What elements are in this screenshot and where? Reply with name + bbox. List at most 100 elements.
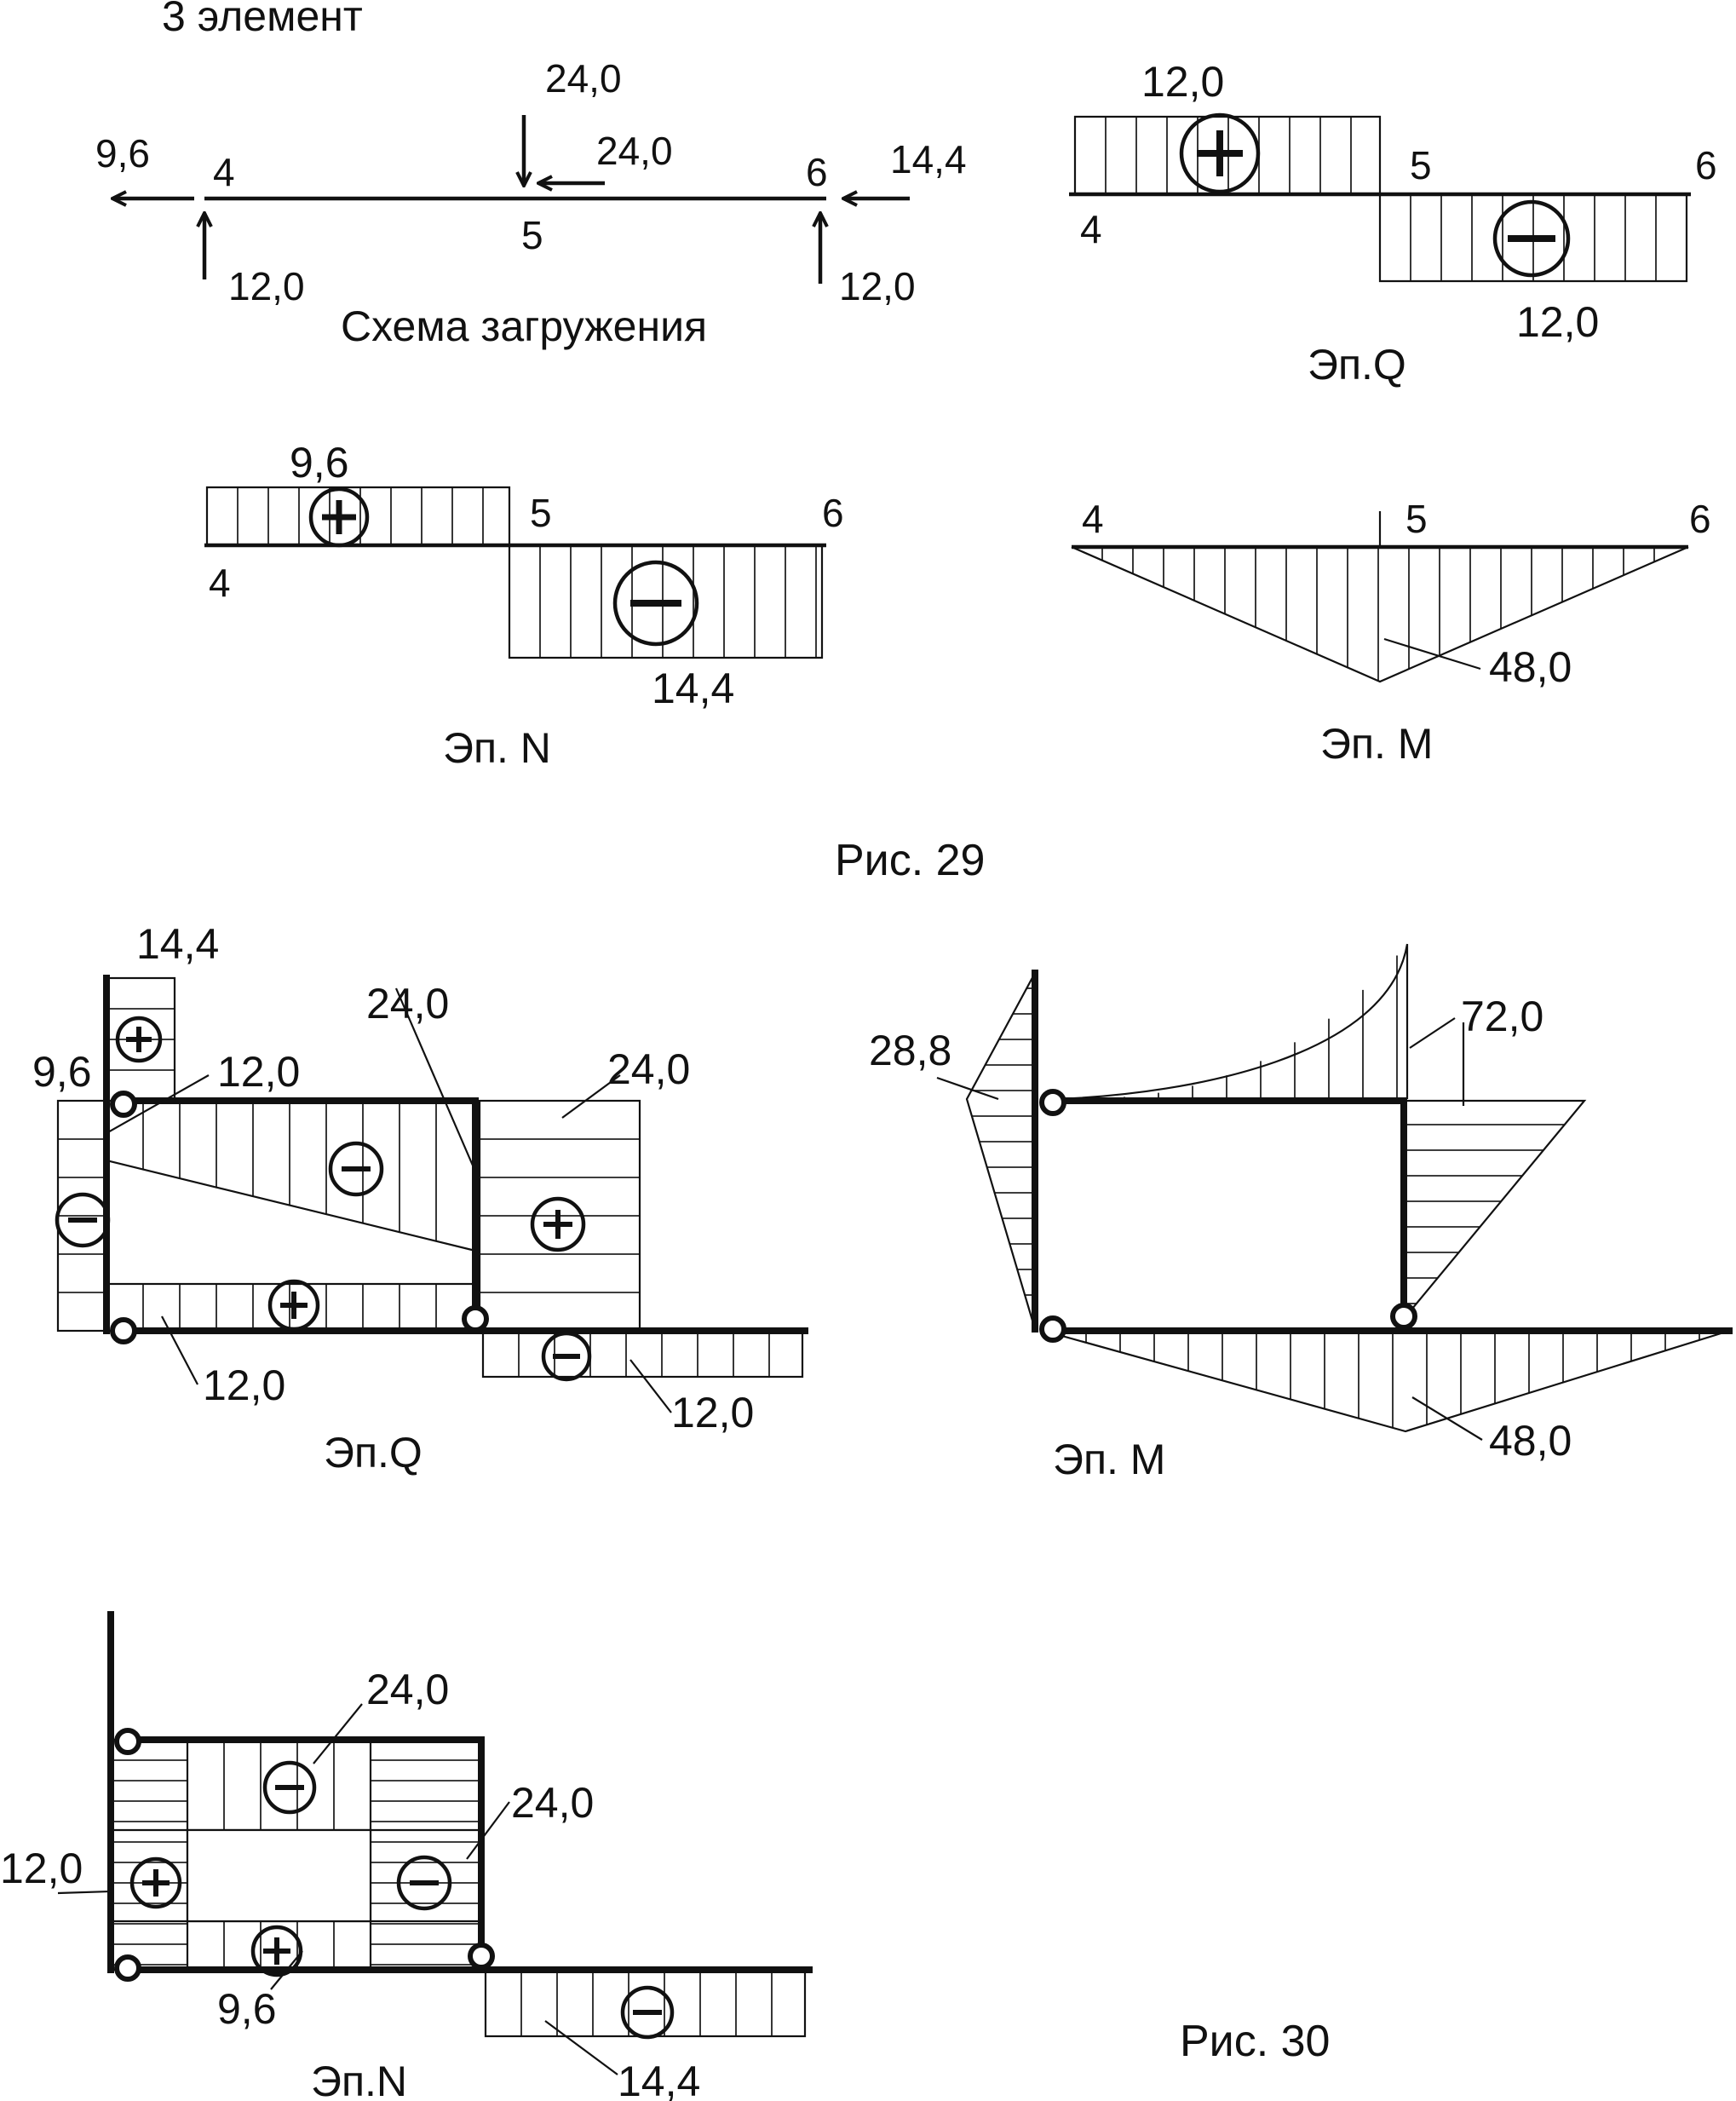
loading-scheme: 4 5 6 9,6 12,0 24,0 24,0 14,4 12,0 Схема… bbox=[95, 56, 967, 350]
leader-line bbox=[161, 1315, 198, 1385]
minus-sign-icon bbox=[620, 1985, 675, 2040]
n30-outer-rect bbox=[109, 1738, 483, 1971]
node-label-5: 5 bbox=[521, 213, 543, 257]
m30-left: 28,8 bbox=[869, 1027, 951, 1074]
q-negative-hatching bbox=[1410, 194, 1657, 281]
plus-sign-icon bbox=[530, 1196, 586, 1252]
leader-line bbox=[270, 1950, 303, 1990]
q-pos-value: 12,0 bbox=[1141, 58, 1224, 106]
minus-sign-icon bbox=[541, 1331, 592, 1382]
n30-right-post: 24,0 bbox=[511, 1779, 594, 1827]
force-label-right-vertical: 12,0 bbox=[839, 264, 916, 308]
m-leader-line bbox=[1383, 637, 1481, 671]
m-caption: Эп. M bbox=[1320, 720, 1433, 768]
m-node-6: 6 bbox=[1689, 497, 1711, 541]
plus-sign-icon bbox=[308, 486, 370, 548]
n-neg-value: 14,4 bbox=[652, 665, 734, 712]
m30-caption: Эп. M bbox=[1053, 1436, 1165, 1483]
leader-line bbox=[629, 1359, 672, 1413]
n-pos-value: 9,6 bbox=[290, 439, 349, 486]
hinge-icon bbox=[462, 1305, 489, 1333]
hinge-icon bbox=[114, 1954, 141, 1982]
m30-bottom: 48,0 bbox=[1489, 1417, 1572, 1465]
leader-line bbox=[466, 1801, 510, 1860]
leader-line bbox=[106, 1074, 210, 1134]
m30-top-right: 72,0 bbox=[1461, 993, 1543, 1040]
q-node-6: 6 bbox=[1695, 143, 1717, 187]
node-label-4: 4 bbox=[213, 150, 235, 194]
q30-col-top: 14,4 bbox=[136, 920, 219, 968]
plus-mark bbox=[280, 1292, 308, 1319]
m30-hatching bbox=[971, 955, 1700, 1428]
q30-col-left: 9,6 bbox=[32, 1048, 92, 1096]
q30-right-span: 12,0 bbox=[671, 1389, 754, 1436]
right-span-block bbox=[481, 1329, 804, 1379]
m-max-value: 48,0 bbox=[1489, 643, 1572, 691]
loading-scheme-caption: Схема загружения bbox=[341, 302, 707, 350]
minus-sign-icon bbox=[612, 560, 699, 647]
fig29-n-diagram: 9,6 14,4 4 5 6 Эп. N bbox=[204, 439, 844, 772]
hinge-icon bbox=[110, 1317, 137, 1344]
n-node-5: 5 bbox=[530, 491, 552, 535]
plus-mark bbox=[263, 1937, 290, 1965]
col-top-block bbox=[105, 976, 176, 1102]
q30-beam-bottom: 12,0 bbox=[203, 1361, 285, 1409]
plus-mark bbox=[1197, 130, 1243, 176]
m-right-outline bbox=[1403, 1099, 1587, 1320]
m-hatching bbox=[1101, 547, 1686, 682]
fig29-q-diagram: 12,0 12,0 4 5 6 Эп.Q bbox=[1069, 58, 1717, 389]
fig30-n-diagram: 24,0 24,0 12,0 9,6 14,4 Эп.N bbox=[0, 1611, 813, 2101]
right-span-block bbox=[484, 1968, 807, 2038]
hinge-icon bbox=[1390, 1303, 1417, 1330]
plus-mark bbox=[322, 500, 356, 534]
q30-right-post: 24,0 bbox=[607, 1045, 690, 1093]
m-node-4: 4 bbox=[1082, 497, 1104, 541]
q-negative-outline bbox=[1378, 194, 1688, 283]
leader-line bbox=[1409, 1017, 1456, 1049]
n30-top: 24,0 bbox=[366, 1666, 449, 1713]
q30-beam-slope: 24,0 bbox=[366, 980, 449, 1027]
m-bottom-outline bbox=[1052, 1329, 1730, 1433]
n30-left: 12,0 bbox=[0, 1845, 83, 1892]
plus-sign-icon bbox=[115, 1016, 163, 1063]
force-label-left-axial: 9,6 bbox=[95, 131, 150, 176]
minus-sign-icon bbox=[396, 1855, 452, 1911]
minus-sign-icon bbox=[328, 1141, 384, 1197]
n-positive-outline bbox=[205, 486, 511, 545]
leader-line bbox=[936, 1076, 999, 1101]
q-neg-value: 12,0 bbox=[1516, 298, 1599, 346]
leader-line bbox=[544, 2020, 618, 2075]
plus-mark bbox=[126, 1027, 152, 1052]
fig29-m-diagram: 48,0 4 5 6 Эп. M bbox=[1071, 497, 1711, 768]
hinge-icon bbox=[114, 1728, 141, 1755]
n30-hatching bbox=[111, 1740, 773, 2036]
figure-caption-29: Рис. 29 bbox=[835, 836, 985, 885]
q30-caption: Эп.Q bbox=[324, 1429, 423, 1476]
m-top-curve bbox=[1055, 943, 1409, 1101]
minus-sign-icon bbox=[55, 1192, 111, 1248]
force-label-mid-vertical: 24,0 bbox=[545, 56, 622, 101]
leader-line bbox=[1411, 1396, 1483, 1441]
leader-line bbox=[57, 1890, 112, 1895]
fig30-m-diagram: 28,8 72,0 48,0 Эп. M bbox=[869, 943, 1733, 1483]
n30-right-span: 14,4 bbox=[618, 2058, 700, 2101]
force-label-mid-axial: 24,0 bbox=[596, 129, 673, 173]
n-node-4: 4 bbox=[209, 561, 231, 605]
force-label-right-axial: 14,4 bbox=[890, 137, 967, 181]
force-label-left-vertical: 12,0 bbox=[228, 264, 305, 308]
plus-mark bbox=[543, 1210, 572, 1239]
hinge-icon bbox=[1039, 1315, 1066, 1343]
minus-sign-icon bbox=[262, 1760, 317, 1815]
n-negative-outline bbox=[508, 545, 824, 659]
m-node-5: 5 bbox=[1405, 497, 1428, 541]
plus-mark bbox=[142, 1869, 170, 1897]
minus-sign-icon bbox=[1492, 199, 1571, 278]
n30-empty-center bbox=[186, 1828, 372, 1923]
node-label-6: 6 bbox=[806, 150, 828, 194]
q-node-5: 5 bbox=[1410, 143, 1432, 187]
leader-line bbox=[313, 1703, 363, 1764]
leader-line bbox=[561, 1074, 621, 1119]
figure-caption-30: Рис. 30 bbox=[1180, 2017, 1330, 2066]
